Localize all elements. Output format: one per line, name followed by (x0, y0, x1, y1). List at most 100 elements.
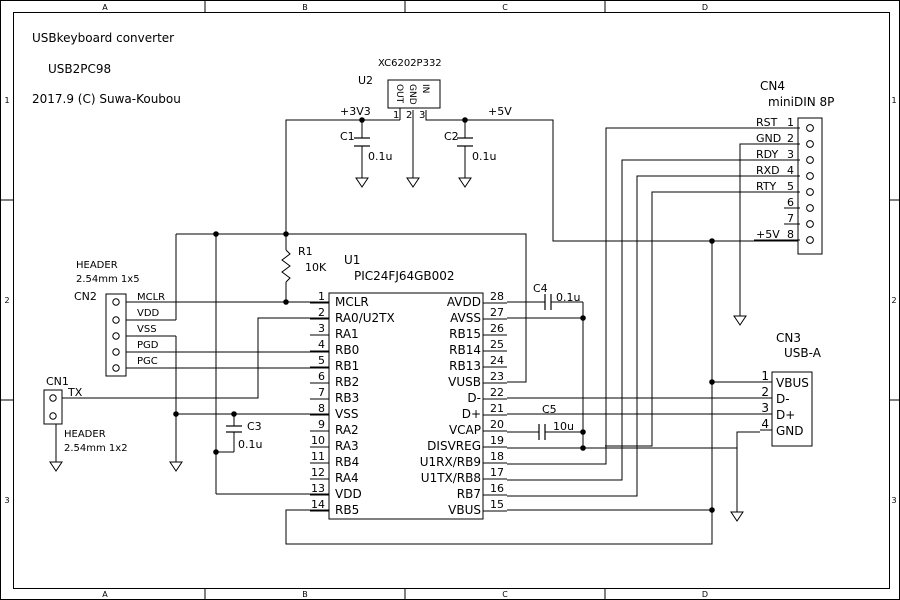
u1-pin-3-number: 3 (318, 322, 325, 335)
capacitor-c1: C1 0.1u (340, 130, 392, 163)
cn4-pin-2-contact (806, 140, 814, 148)
ground-cn4 (733, 315, 747, 326)
frame-row-2-right: 2 (891, 296, 896, 305)
u1-pin-22-number: 22 (490, 386, 504, 399)
u2-pin-3: 3 (419, 110, 425, 121)
u1-pin-4-number: 4 (318, 338, 325, 351)
cn4-ref: CN4 (760, 79, 785, 93)
u1-pin-1-number: 1 (318, 290, 325, 303)
cn2-signal-vdd: VDD (137, 308, 160, 319)
cn1-signal-tx: TX (67, 386, 83, 399)
cn4-pin-3-number: 3 (787, 148, 794, 161)
cn4-pin-4-number: 4 (787, 164, 794, 177)
ground-u2 (406, 177, 420, 188)
cn3-type: USB-A (784, 346, 822, 360)
capacitor-c2: C2 0.1u (444, 130, 496, 163)
u2-pin-2: 2 (406, 110, 412, 121)
u1-pin-8-name: VSS (335, 407, 358, 421)
c3-value: 0.1u (238, 438, 262, 451)
cn2-type-line2: 2.54mm 1x5 (76, 274, 140, 285)
u1-pin-28-number: 28 (490, 290, 504, 303)
cn4-type: miniDIN 8P (768, 95, 834, 109)
u1-pin-24-number: 24 (490, 354, 504, 367)
frame-col-c-top: C (502, 3, 508, 12)
cn4-pin-5-name: RTY (756, 180, 777, 193)
cn1-header: CN1 TX HEADER 2.54mm 1x2 (43, 375, 128, 454)
c4-value: 0.1u (556, 291, 580, 304)
frame-row-1-right: 1 (891, 96, 896, 105)
cn4-pin-2-number: 2 (787, 132, 794, 145)
u1-pin-27-name: AVSS (450, 311, 481, 325)
frame-col-b-top: B (302, 3, 308, 12)
frame-row-1-left: 1 (4, 96, 9, 105)
cn2-type-line1: HEADER (76, 260, 118, 271)
u2-pin-name-gnd: GND (407, 84, 417, 105)
title-line-3: 2017.9 (C) Suwa-Koubou (32, 92, 181, 106)
u1-pin-9-name: RA2 (335, 423, 359, 437)
cn4-pin-6-number: 6 (787, 196, 794, 209)
u1-pin-15-name: VBUS (448, 503, 481, 517)
cn4-pin-5-number: 5 (787, 180, 794, 193)
ground-cn1 (49, 461, 63, 472)
frame-row-3-right: 3 (891, 496, 896, 505)
frame-col-d-top: D (702, 3, 708, 12)
cn3-ref: CN3 (776, 331, 801, 345)
frame-col-c-bottom: C (502, 590, 508, 599)
u1-pin-24-name: RB13 (449, 359, 481, 373)
u1-pin-16-number: 16 (490, 482, 504, 495)
u2-ref: U2 (358, 74, 373, 87)
u1-pin-15-number: 15 (490, 498, 504, 511)
ground-cn3 (730, 511, 744, 522)
cn2-signal-mclr: MCLR (137, 292, 165, 303)
cn3-pin-1-name: VBUS (776, 376, 809, 390)
r1-ref: R1 (298, 245, 313, 258)
u1-pin-23-name: VUSB (448, 375, 481, 389)
u1-pin-7-name: RB3 (335, 391, 359, 405)
u2-pin-name-out: OUT (394, 84, 404, 104)
u2-pin-name-in: IN (420, 84, 430, 93)
cn3-pin-3-name: D+ (776, 408, 795, 422)
u1-pin-20-name: VCAP (449, 423, 481, 437)
u1-pin-26-number: 26 (490, 322, 504, 335)
frame-row-3-left: 3 (4, 496, 9, 505)
u1-pin-5-number: 5 (318, 354, 325, 367)
cn4-pin-4-contact (806, 172, 814, 180)
capacitor-c3: C3 0.1u (226, 420, 262, 451)
u1-pin-26-name: RB15 (449, 327, 481, 341)
u1-pin-27-number: 27 (490, 306, 504, 319)
frame-col-a-bottom: A (102, 590, 108, 599)
u1-pin-1-name: MCLR (335, 295, 369, 309)
u1-pin-2-number: 2 (318, 306, 325, 319)
cn3-pin-1-number: 1 (761, 369, 769, 383)
cn4-pin-4-name: RXD (756, 164, 780, 177)
u1-pin-25-number: 25 (490, 338, 504, 351)
u1-pin-21-number: 21 (490, 402, 504, 415)
cn4-pin-2-name: GND (756, 132, 781, 145)
u1-ref: U1 (344, 253, 360, 267)
u1-pin-12-name: RA4 (335, 471, 359, 485)
cn4-pin-8-contact (806, 236, 814, 244)
cn1-type-line2: 2.54mm 1x2 (64, 443, 128, 454)
cn2-signal-vss: VSS (137, 324, 157, 335)
u1-pin-19-name: DISVREG (427, 439, 481, 453)
r1-value: 10K (305, 261, 327, 274)
u1-pin-8-number: 8 (318, 402, 325, 415)
u1-pin-2-name: RA0/U2TX (335, 311, 395, 325)
cn2-ref: CN2 (74, 290, 97, 303)
u1-pin-6-number: 6 (318, 370, 325, 383)
u1-pin-22-name: D- (467, 391, 481, 405)
ground-c1 (355, 177, 369, 188)
capacitor-c5: C5 10u (538, 403, 574, 440)
u1-pin-25-name: RB14 (449, 343, 481, 357)
cn2-header: HEADER 2.54mm 1x5 CN2 MCLR VDD VSS PGD P… (74, 260, 165, 377)
u2-regulator: XC6202P332 U2 OUT GND IN 1 2 3 (358, 58, 442, 121)
u2-part: XC6202P332 (378, 58, 442, 69)
junctions (173, 117, 715, 513)
cn4-pin-3-contact (806, 156, 814, 164)
frame-col-b-bottom: B (302, 590, 308, 599)
u1-pin-13-name: VDD (335, 487, 362, 501)
